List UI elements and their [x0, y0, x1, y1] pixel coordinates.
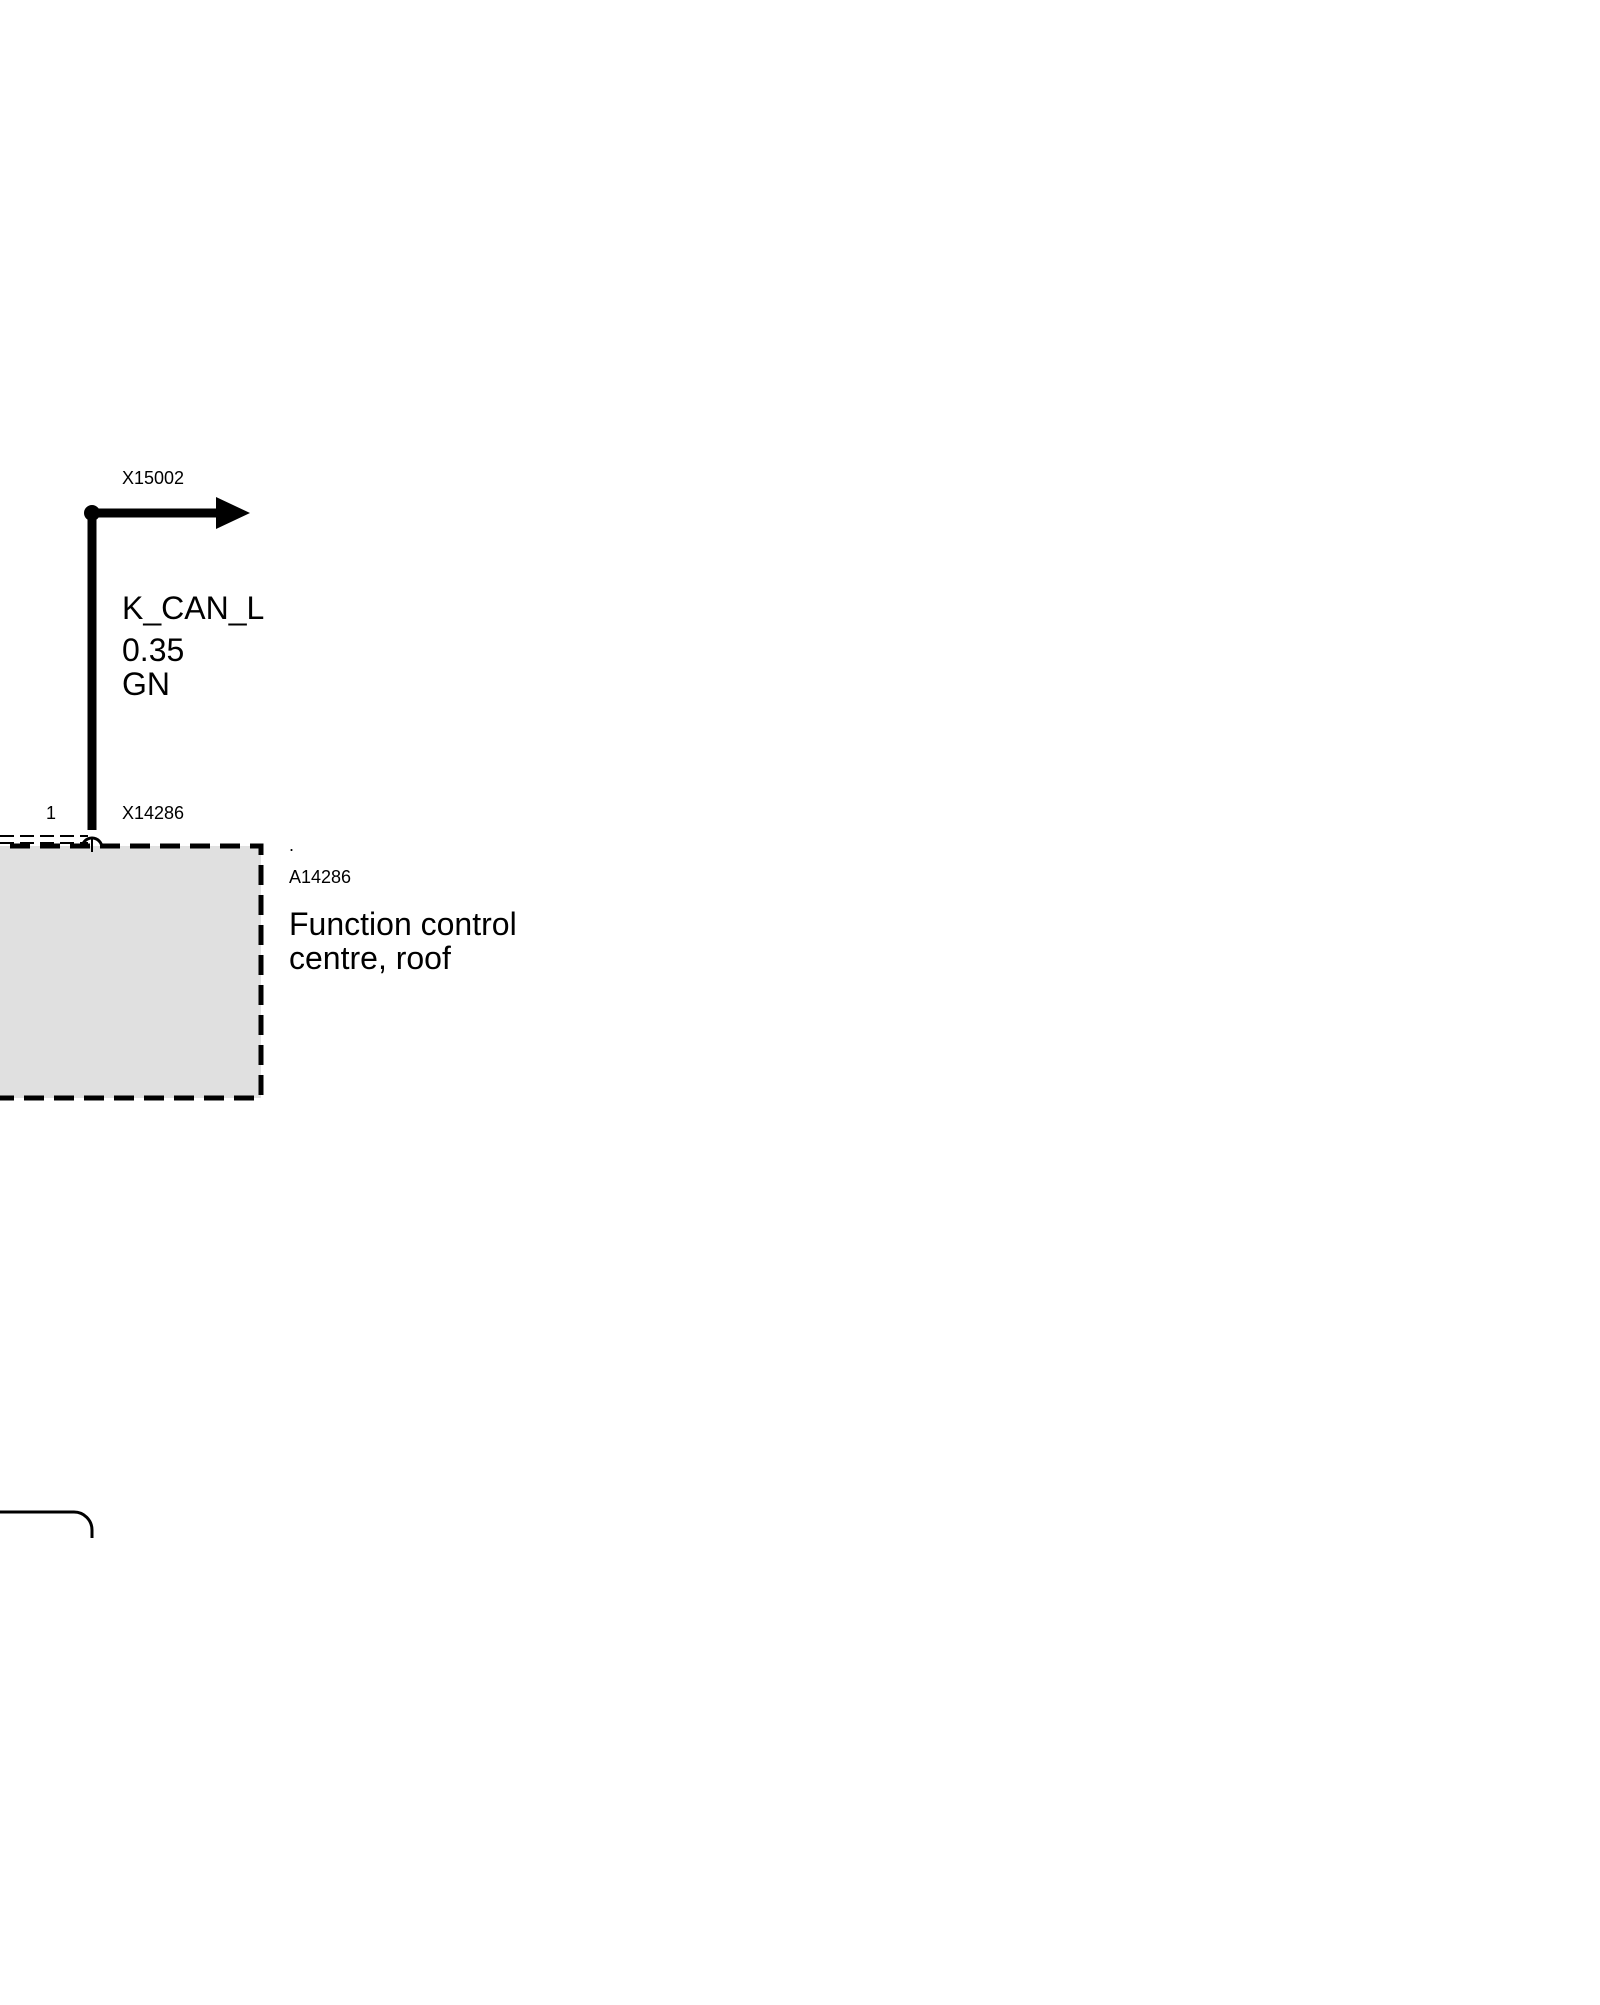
component-box — [0, 843, 264, 1101]
wire-color-code: GN — [122, 666, 170, 702]
wire-cross-section: 0.35 — [122, 632, 185, 668]
component-id: A14286 — [289, 867, 352, 887]
connector-pin-number: 1 — [46, 803, 57, 823]
top-connector-id: X15002 — [122, 468, 185, 488]
rounded-bracket — [0, 1510, 94, 1538]
arrow-head-icon — [216, 497, 250, 529]
component-marker: . — [289, 835, 295, 855]
lower-connector-id: X14286 — [122, 803, 185, 823]
component-name-line2: centre, roof — [289, 940, 451, 976]
component-name-line1: Function control — [289, 906, 517, 942]
wire-signal-name: K_CAN_L — [122, 590, 265, 626]
